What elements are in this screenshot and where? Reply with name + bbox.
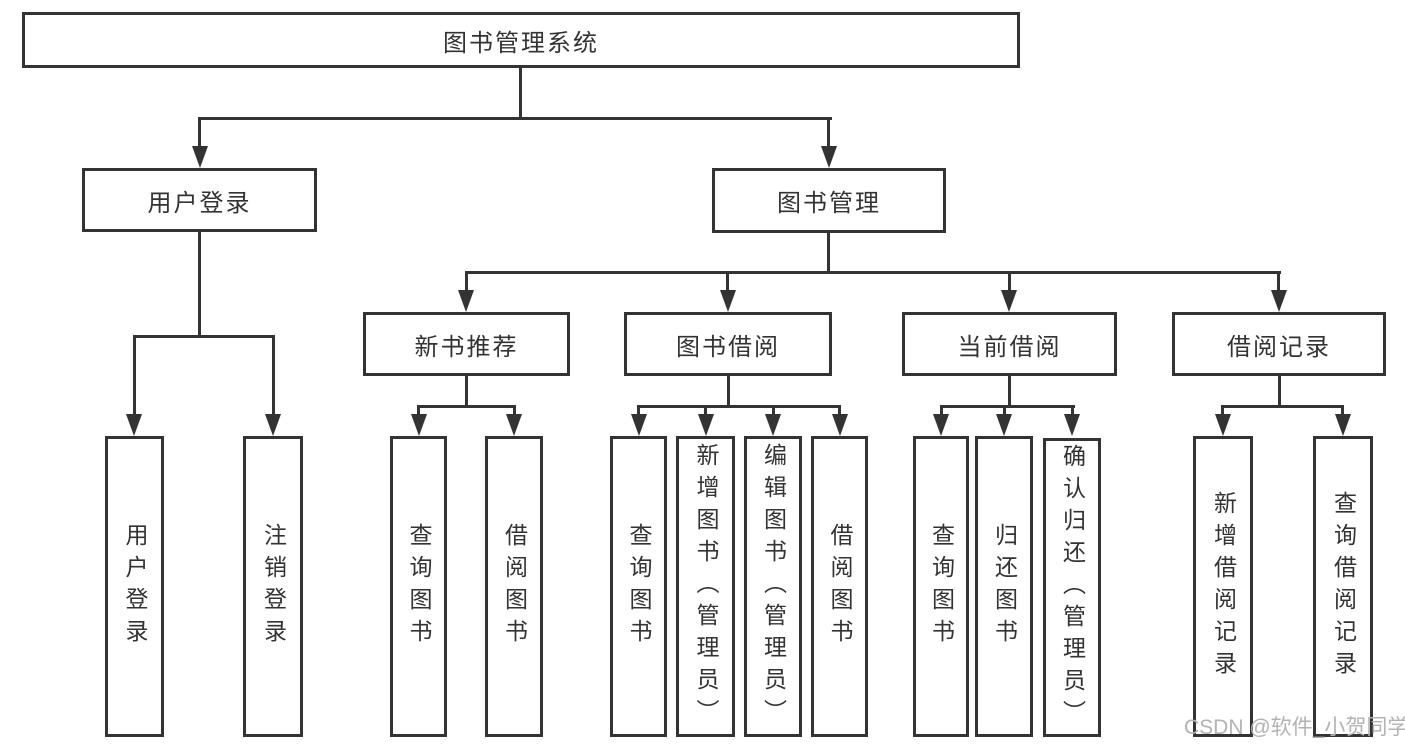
- connector-stem-leaf: [1221, 405, 1224, 416]
- arrowhead-down-icon: [1001, 290, 1017, 312]
- node-user-login: 用户登录: [82, 168, 317, 232]
- leaf-edit-book-admin: 编辑图书（管理员）: [744, 436, 802, 737]
- leaf-return-books: 归还图书: [975, 436, 1033, 737]
- arrowhead-down-icon: [1335, 414, 1351, 436]
- leaf-query-books-3-label: 查询图书: [928, 522, 955, 651]
- connector-stem-leaf: [1003, 405, 1006, 416]
- leaf-logout-label: 注销登录: [260, 522, 287, 651]
- arrowhead-down-icon: [631, 414, 647, 436]
- connector-user-login-hline: [133, 335, 275, 338]
- connector-stem-lvl3: [1008, 271, 1011, 292]
- arrowhead-down-icon: [698, 414, 714, 436]
- node-book-borrowing-label: 图书借阅: [676, 333, 780, 361]
- connector-borrow-stem: [727, 376, 730, 408]
- node-book-management: 图书管理: [712, 168, 946, 233]
- leaf-user-login: 用户登录: [105, 436, 164, 737]
- leaf-query-books-3: 查询图书: [913, 436, 969, 737]
- arrowhead-down-icon: [411, 414, 427, 436]
- arrowhead-down-icon: [720, 290, 736, 312]
- leaf-query-borrow-record-label: 查询借阅记录: [1330, 490, 1357, 683]
- leaf-user-login-label: 用户登录: [122, 522, 148, 651]
- connector-book-management-hline: [465, 271, 1281, 274]
- node-current-borrowing: 当前借阅: [902, 312, 1117, 376]
- arrowhead-down-icon: [832, 414, 848, 436]
- arrowhead-down-icon: [765, 414, 781, 436]
- leaf-add-book-admin: 新增图书（管理员）: [676, 436, 735, 737]
- node-current-borrowing-label: 当前借阅: [957, 333, 1062, 361]
- leaf-add-borrow-record: 新增借阅记录: [1193, 436, 1253, 737]
- leaf-borrow-books-2: 借阅图书: [811, 436, 868, 737]
- leaf-add-borrow-record-label: 新增借阅记录: [1210, 490, 1237, 683]
- arrowhead-down-icon: [821, 146, 837, 168]
- connector-stem-leaf: [513, 405, 516, 416]
- connector-stem-leaf: [272, 335, 275, 416]
- node-root: 图书管理系统: [22, 12, 1020, 68]
- leaf-add-book-admin-label: 新增图书（管理员）: [693, 442, 719, 731]
- connector-records-hline: [1221, 405, 1344, 408]
- arrowhead-down-icon: [933, 414, 949, 436]
- node-root-label: 图书管理系统: [443, 29, 599, 57]
- leaf-edit-book-admin-label: 编辑图书（管理员）: [760, 442, 787, 731]
- arrowhead-down-icon: [1215, 414, 1231, 436]
- node-book-management-label: 图书管理: [777, 190, 881, 217]
- leaf-borrow-books-1: 借阅图书: [485, 436, 543, 737]
- arrowhead-down-icon: [996, 414, 1012, 436]
- leaf-query-books-1: 查询图书: [390, 436, 447, 737]
- node-new-book-recommendation: 新书推荐: [363, 312, 570, 376]
- connector-stem-leaf: [1341, 405, 1344, 416]
- connector-current-stem: [1008, 376, 1011, 408]
- leaf-confirm-return-admin: 确认归还（管理员）: [1043, 438, 1101, 737]
- connector-newbook-stem: [465, 376, 468, 408]
- leaf-return-books-label: 归还图书: [991, 522, 1018, 651]
- connector-stem-leaf: [637, 405, 640, 416]
- connector-stem-leaf: [772, 405, 775, 416]
- connector-stem-book-management: [827, 117, 830, 148]
- leaf-logout: 注销登录: [243, 436, 303, 737]
- arrowhead-down-icon: [126, 414, 142, 436]
- connector-user-login-stem: [198, 232, 201, 338]
- leaf-confirm-return-admin-label: 确认归还（管理员）: [1059, 443, 1086, 732]
- leaf-query-books-2-label: 查询图书: [626, 522, 652, 651]
- arrowhead-down-icon: [458, 290, 474, 312]
- connector-stem-user-login: [198, 117, 201, 148]
- connector-current-hline: [940, 405, 1075, 408]
- csdn-watermark: CSDN @软件_小贺同学: [1184, 716, 1405, 739]
- connector-book-management-stem: [827, 233, 830, 274]
- connector-stem-lvl3: [726, 271, 729, 292]
- arrowhead-down-icon: [265, 414, 281, 436]
- node-borrowing-records: 借阅记录: [1172, 312, 1386, 376]
- connector-newbook-hline: [417, 405, 516, 408]
- node-new-book-recommendation-label: 新书推荐: [414, 333, 519, 361]
- connector-borrow-hline: [637, 405, 841, 408]
- connector-stem-lvl3: [1277, 271, 1280, 292]
- leaf-query-books-1-label: 查询图书: [406, 522, 432, 651]
- connector-root-hline: [198, 117, 832, 120]
- leaf-borrow-books-2-label: 借阅图书: [827, 522, 853, 651]
- node-book-borrowing: 图书借阅: [624, 312, 832, 376]
- connector-stem-leaf: [1071, 405, 1074, 416]
- arrowhead-down-icon: [1064, 414, 1080, 436]
- node-borrowing-records-label: 借阅记录: [1227, 333, 1331, 361]
- arrowhead-down-icon: [506, 414, 522, 436]
- arrowhead-down-icon: [1271, 290, 1287, 312]
- leaf-borrow-books-1-label: 借阅图书: [501, 522, 528, 651]
- connector-stem-lvl3: [465, 271, 468, 292]
- connector-stem-leaf: [417, 405, 420, 416]
- node-user-login-label: 用户登录: [147, 189, 252, 217]
- connector-root-stem: [519, 68, 522, 120]
- connector-stem-leaf: [838, 405, 841, 416]
- connector-records-stem: [1278, 376, 1281, 408]
- leaf-query-books-2: 查询图书: [610, 436, 667, 737]
- connector-stem-leaf: [704, 405, 707, 416]
- arrowhead-down-icon: [192, 146, 208, 168]
- connector-stem-leaf: [133, 335, 136, 416]
- connector-stem-leaf: [940, 405, 943, 416]
- leaf-query-borrow-record: 查询借阅记录: [1313, 436, 1373, 737]
